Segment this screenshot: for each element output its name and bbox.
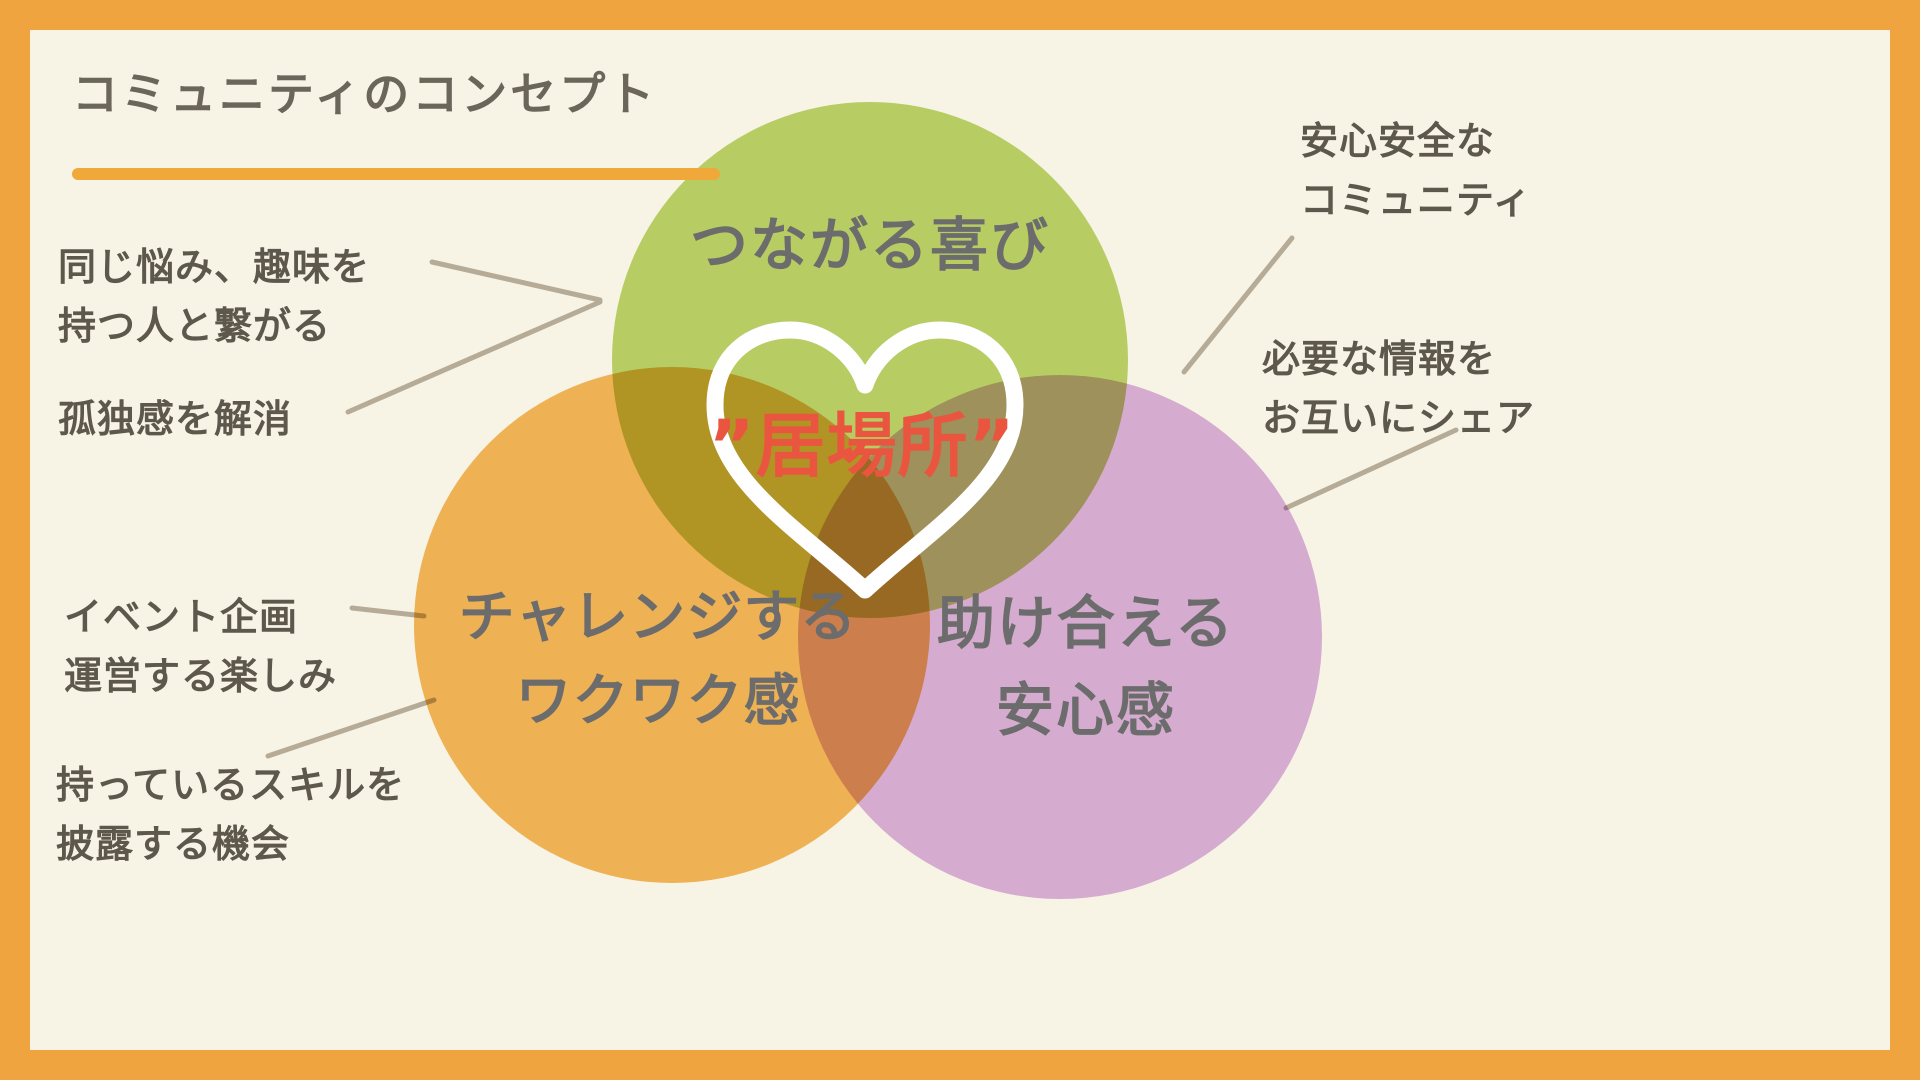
orange-circle-label-line1: チャレンジする [458,585,858,650]
green-circle-label: つながる喜び [689,211,1051,279]
annotation-left-lower-line1: イベント企画 [64,595,299,639]
purple-circle-label: 助け合える 安心感 [937,580,1235,754]
annotation-left-mid: 孤独感を解消 [58,390,292,449]
orange-circle-label-line2: ワクワク感 [515,669,801,734]
purple-circle-label-line2: 安心感 [995,676,1177,744]
annotation-left-mid-line1: 孤独感を解消 [58,397,293,441]
annotation-left-bottom: 持っているスキルを 披露する機会 [56,756,405,874]
annotation-right-top-line2: コミュニティ [1300,177,1532,222]
purple-circle-label-line1: 助け合える [936,589,1236,657]
purple-circle [798,375,1322,899]
center-label: ”居場所” [708,405,1016,487]
annotation-left-top: 同じ悩み、趣味を 持つ人と繋がる [58,238,370,356]
connector-line-left-bottom [265,697,437,759]
annotation-right-top: 安心安全な コミュニティ [1300,112,1532,230]
connector-line-left-lower [349,605,427,619]
annotation-left-lower-line2: 運営する楽しみ [64,653,338,698]
title-underline [72,168,720,180]
annotation-right-mid-line1: 必要な情報を [1262,337,1497,381]
annotation-left-top-line1: 同じ悩み、趣味を [58,245,371,289]
page-title: コミュニティのコンセプト [72,67,658,121]
connector-line-left-mid [345,299,603,415]
annotation-left-lower: イベント企画 運営する楽しみ [64,588,337,706]
connector-line-right-mid [1283,427,1459,511]
orange-circle-label: チャレンジする ワクワク感 [459,576,857,744]
annotation-left-top-line2: 持つ人と繋がる [58,303,332,348]
annotation-right-mid-line2: お互いにシェア [1262,395,1536,440]
annotation-right-top-line1: 安心安全な [1300,119,1496,163]
heart-icon [706,321,1024,599]
orange-circle [414,367,930,883]
connector-line-right-top [1181,235,1295,375]
connector-line-left-top [429,259,603,303]
annotation-left-bottom-line1: 持っているスキルを [56,763,406,807]
annotation-right-mid: 必要な情報を お互いにシェア [1262,330,1535,448]
annotation-left-bottom-line2: 披露する機会 [56,821,291,866]
